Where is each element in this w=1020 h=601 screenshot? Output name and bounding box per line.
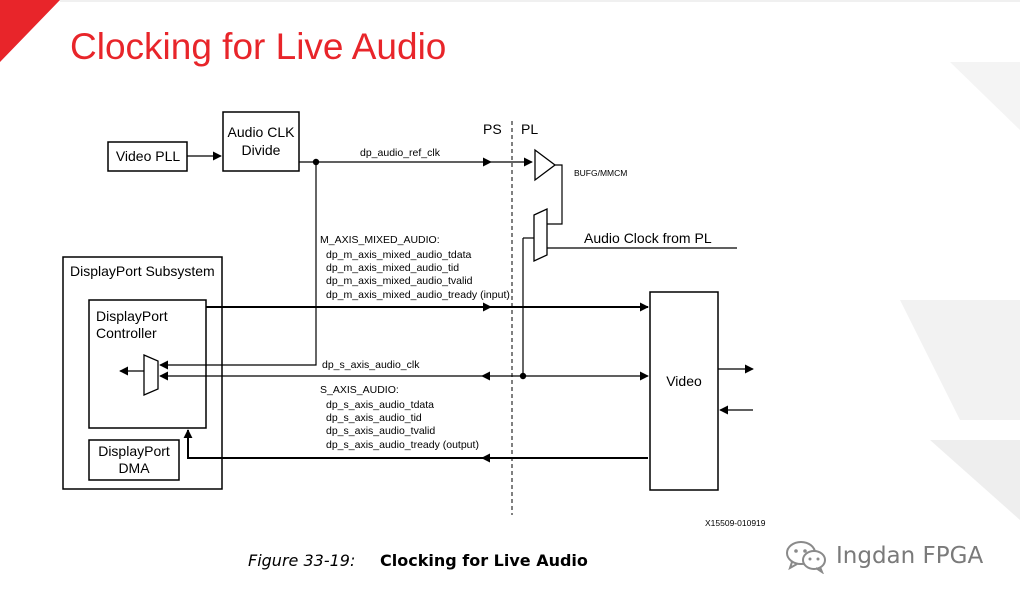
dp-controller-label: DisplayPort <box>96 308 168 324</box>
slide-title: Clocking for Live Audio <box>70 26 447 67</box>
ps-label: PS <box>483 121 502 137</box>
video-pll-label: Video PLL <box>116 148 181 164</box>
controller-mux-symbol <box>143 354 159 396</box>
dp-dma-label: DMA <box>118 460 150 476</box>
clock-mux-symbol <box>533 207 548 263</box>
s-axis-bus <box>183 429 482 459</box>
pl-label: PL <box>521 121 538 137</box>
deco-bg-shape <box>930 440 1020 520</box>
bufg-to-mux-wire <box>547 164 563 225</box>
ref-clk-label: dp_audio_ref_clk <box>360 147 441 159</box>
audio-clk-divide-label: Audio CLK <box>228 124 296 140</box>
deco-bg-shape <box>900 300 1020 420</box>
deco-bg-shape <box>950 62 1020 130</box>
s-axis-signal: dp_s_axis_audio_tvalid <box>326 425 435 437</box>
s-axis-signal: dp_s_axis_audio_tready (output) <box>326 439 479 451</box>
figure-caption-number: Figure 33-19: <box>248 551 356 570</box>
s-axis-clk-label: dp_s_axis_audio_clk <box>322 359 420 371</box>
watermark-text: Ingdan FPGA <box>836 543 984 569</box>
wechat-icon <box>786 541 826 574</box>
audio-clk-divide-label: Divide <box>242 142 281 158</box>
bufg-mmcm-label: BUFG/MMCM <box>574 168 627 178</box>
s-axis-signal: dp_s_axis_audio_tdata <box>326 399 434 411</box>
bufg-buffer-symbol <box>534 148 557 182</box>
audio-clk-divide-box <box>222 111 300 172</box>
video-label: Video <box>666 373 702 389</box>
watermark: Ingdan FPGA <box>784 538 983 574</box>
dp-controller-label: Controller <box>96 325 157 341</box>
m-axis-signal: dp_m_axis_mixed_audio_tready (input) <box>326 289 510 301</box>
m-axis-signal: dp_m_axis_mixed_audio_tid <box>326 262 459 274</box>
m-axis-title: M_AXIS_MIXED_AUDIO: <box>320 234 440 246</box>
video-box <box>649 291 719 491</box>
dp-dma-box <box>88 439 180 481</box>
m-axis-signal: dp_m_axis_mixed_audio_tvalid <box>326 275 473 287</box>
s-axis-title: S_AXIS_AUDIO: <box>320 384 399 396</box>
figure-id: X15509-010919 <box>705 518 766 528</box>
dp-dma-label: DisplayPort <box>98 443 170 459</box>
figure-caption-text: Clocking for Live Audio <box>380 551 588 570</box>
m-axis-signal: dp_m_axis_mixed_audio_tdata <box>326 249 472 261</box>
corner-accent-shape <box>0 0 60 62</box>
dp-subsystem-label: DisplayPort Subsystem <box>70 263 215 279</box>
audio-clock-from-pl-label: Audio Clock from PL <box>584 230 712 246</box>
s-axis-signal: dp_s_axis_audio_tid <box>326 412 422 424</box>
ref-clk-feedback-wire <box>159 162 317 370</box>
